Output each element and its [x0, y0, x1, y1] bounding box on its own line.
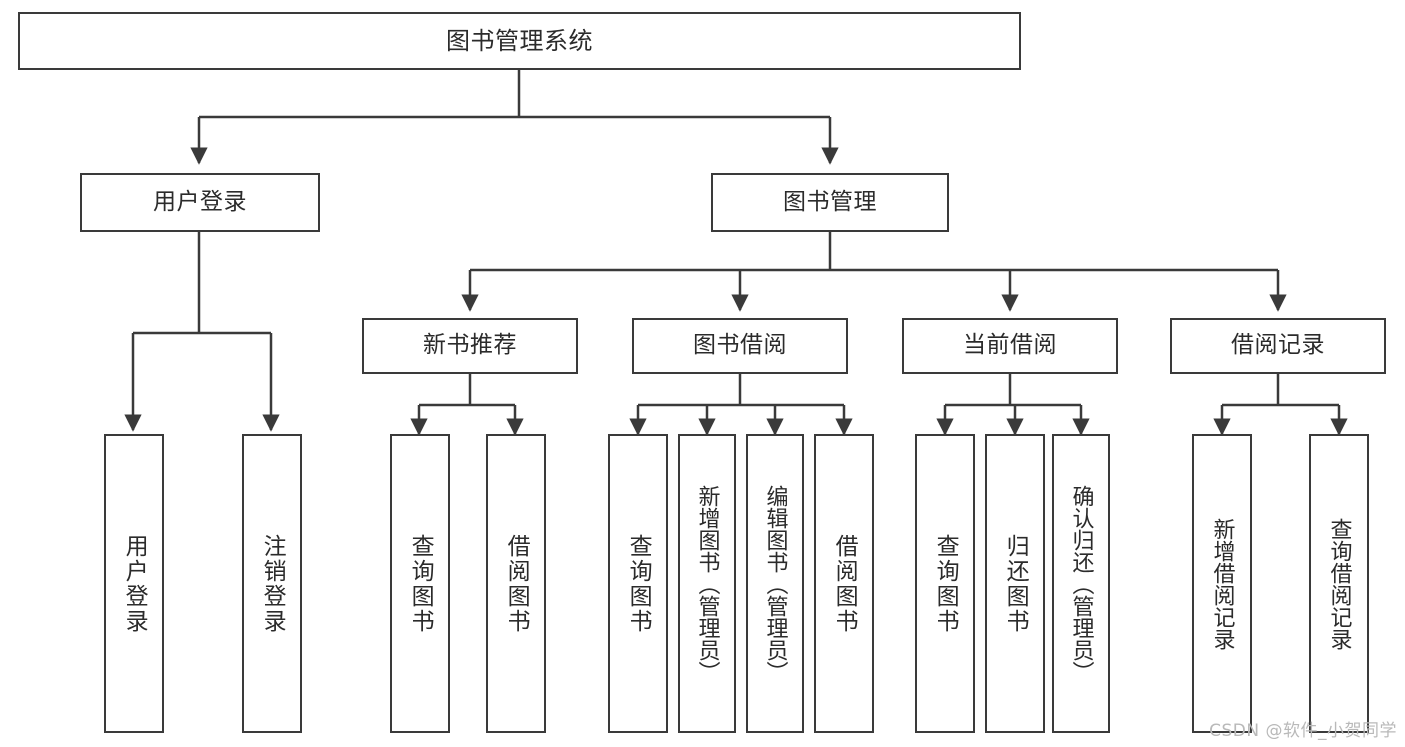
leaf-borrow-book-2[interactable]: 借阅图书 — [814, 434, 874, 733]
leaf-query-record[interactable]: 查询借阅记录 — [1309, 434, 1369, 733]
node-label: 用户登录 — [121, 533, 148, 634]
node-label: 归还图书 — [1002, 533, 1029, 634]
node-label: 图书管理系统 — [446, 26, 593, 55]
node-label: 新增借阅记录 — [1209, 517, 1235, 650]
node-label: 用户登录 — [153, 188, 247, 215]
leaf-add-record[interactable]: 新增借阅记录 — [1192, 434, 1252, 733]
node-user-login[interactable]: 用户登录 — [80, 173, 320, 232]
node-label: 查询图书 — [932, 533, 959, 634]
node-label: 当前借阅 — [963, 332, 1057, 359]
leaf-borrow-book-1[interactable]: 借阅图书 — [486, 434, 546, 733]
node-label: 查询借阅记录 — [1326, 517, 1352, 650]
leaf-query-book-2[interactable]: 查询图书 — [608, 434, 668, 733]
leaf-confirm-return[interactable]: 确认归还（管理员） — [1052, 434, 1110, 733]
node-label: 注销登录 — [259, 533, 286, 634]
leaf-return-book[interactable]: 归还图书 — [985, 434, 1045, 733]
leaf-user-login[interactable]: 用户登录 — [104, 434, 164, 733]
node-label: 借阅记录 — [1231, 332, 1325, 359]
node-label: 查询图书 — [407, 533, 434, 634]
node-book-borrow[interactable]: 图书借阅 — [632, 318, 848, 374]
node-borrow-record[interactable]: 借阅记录 — [1170, 318, 1386, 374]
node-book-management[interactable]: 图书管理 — [711, 173, 949, 232]
node-label: 图书管理 — [783, 188, 877, 215]
node-label: 借阅图书 — [503, 533, 530, 634]
node-root-book-management-system[interactable]: 图书管理系统 — [18, 12, 1021, 70]
node-current-borrow[interactable]: 当前借阅 — [902, 318, 1118, 374]
leaf-edit-book[interactable]: 编辑图书（管理员） — [746, 434, 804, 733]
node-label: 借阅图书 — [831, 533, 858, 634]
node-new-book-recommend[interactable]: 新书推荐 — [362, 318, 578, 374]
leaf-add-book[interactable]: 新增图书（管理员） — [678, 434, 736, 733]
leaf-user-logout[interactable]: 注销登录 — [242, 434, 302, 733]
node-label: 新增图书（管理员） — [694, 484, 720, 683]
node-label: 新书推荐 — [423, 332, 517, 359]
node-label: 查询图书 — [625, 533, 652, 634]
node-label: 编辑图书（管理员） — [762, 484, 788, 683]
node-label: 图书借阅 — [693, 332, 787, 359]
node-label: 确认归还（管理员） — [1068, 484, 1094, 683]
leaf-query-book-3[interactable]: 查询图书 — [915, 434, 975, 733]
leaf-query-book-1[interactable]: 查询图书 — [390, 434, 450, 733]
watermark: CSDN @软件_小贺同学 — [1209, 721, 1397, 741]
